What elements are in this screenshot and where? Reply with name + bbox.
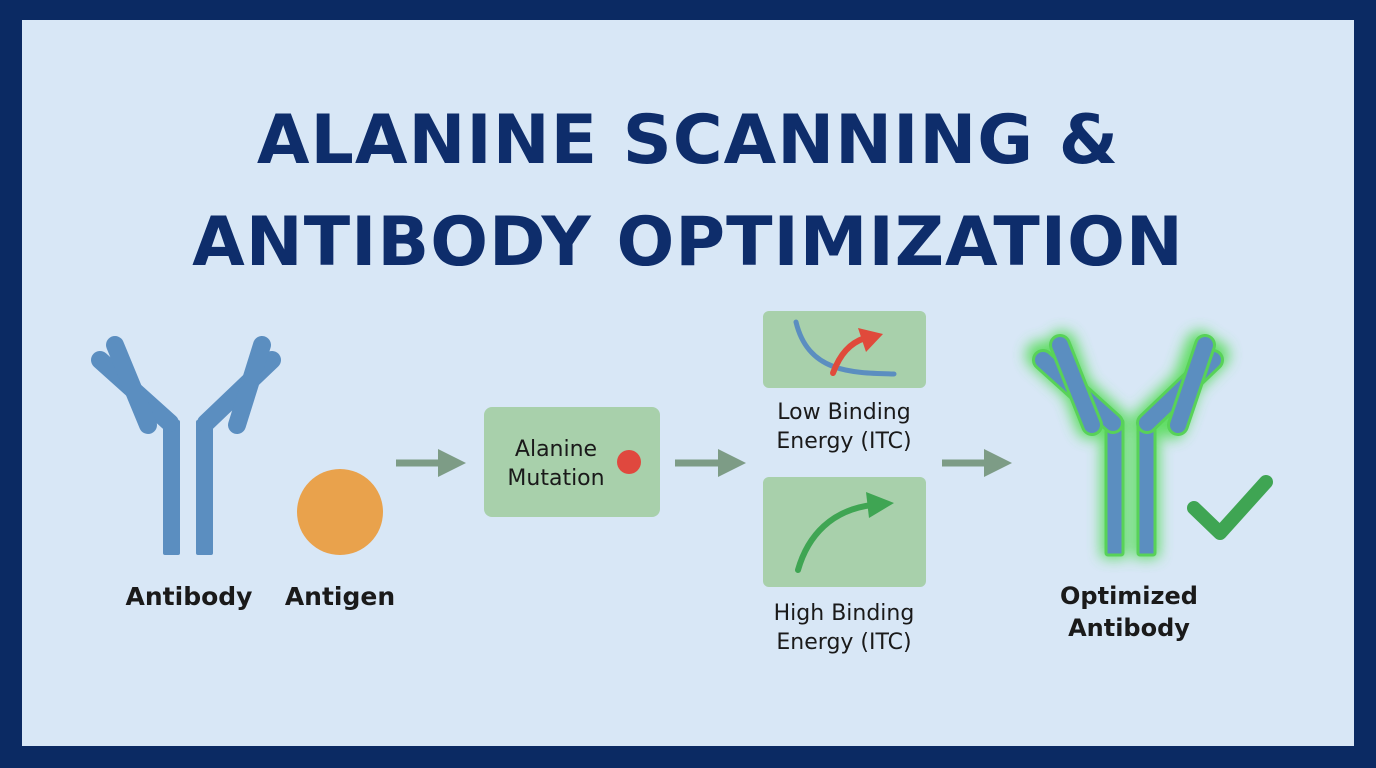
- low-binding-label-line-1: Low Binding: [777, 400, 910, 425]
- antibody-label: Antibody: [126, 582, 253, 611]
- low-energy-arrow: [830, 335, 868, 376]
- high-binding-box: [763, 477, 926, 587]
- antigen-circle-icon: [297, 469, 383, 555]
- optimized-label-line-2: Antibody: [1068, 614, 1190, 642]
- high-energy-curve-icon: [795, 502, 875, 573]
- antibody-y-icon: [91, 336, 281, 555]
- mutation-label-line-2: Mutation: [507, 466, 604, 491]
- antigen-label: Antigen: [285, 582, 395, 611]
- optimized-label-line-1: Optimized: [1060, 582, 1198, 610]
- alanine-mutation-box: Alanine Mutation: [484, 407, 660, 517]
- optimized-antibody-icon: [1026, 331, 1229, 558]
- low-binding-label-line-2: Energy (ITC): [776, 429, 911, 454]
- title-line-1: ALANINE SCANNING &: [256, 101, 1120, 180]
- low-binding-box: [763, 311, 926, 388]
- diagram-title: ALANINE SCANNING & ANTIBODY OPTIMIZATION: [22, 90, 1354, 294]
- high-energy-arrow-head: [866, 492, 894, 518]
- high-binding-label-line-2: Energy (ITC): [776, 630, 911, 655]
- mutation-label-line-1: Alanine: [515, 437, 597, 462]
- low-energy-arrow-head: [858, 328, 883, 352]
- high-binding-label-line-1: High Binding: [774, 601, 915, 626]
- checkmark-icon: [1187, 475, 1273, 540]
- title-line-2: ANTIBODY OPTIMIZATION: [192, 203, 1184, 282]
- mutation-dot-icon: [617, 450, 641, 474]
